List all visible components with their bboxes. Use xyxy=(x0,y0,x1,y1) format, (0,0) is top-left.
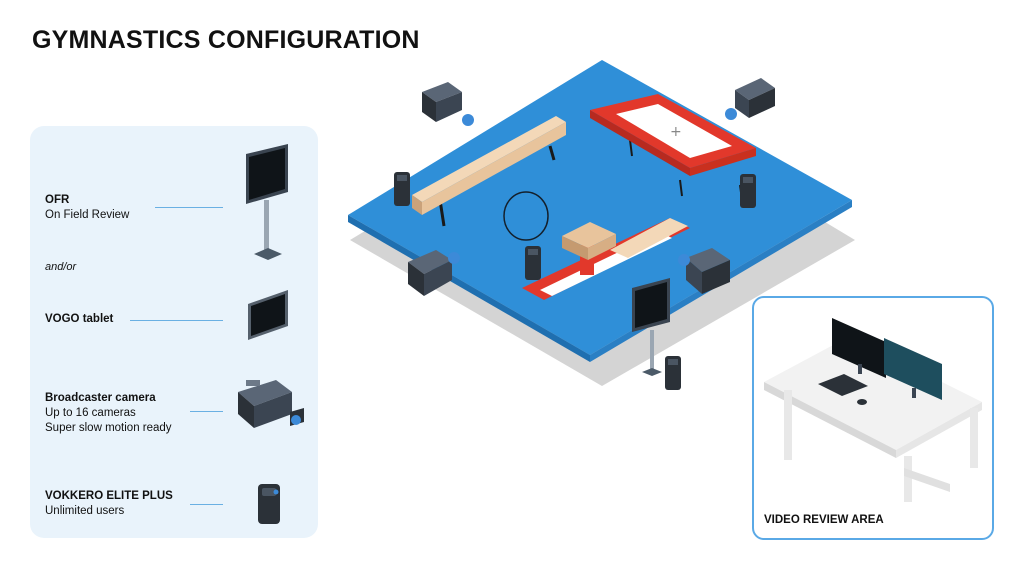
legend-broadcaster-line2: Super slow motion ready xyxy=(45,422,172,434)
legend-connector-broadcaster xyxy=(190,411,223,412)
vault-apparatus xyxy=(522,218,690,300)
review-monitor-1 xyxy=(832,318,886,378)
broadcast-camera-nw xyxy=(422,82,474,126)
legend-ofr-desc: On Field Review xyxy=(45,209,130,221)
trampoline: + xyxy=(590,94,756,201)
legend-broadcaster: Broadcaster camera Up to 16 cameras Supe… xyxy=(45,391,172,436)
hoop xyxy=(503,191,549,241)
legend-vokkero-name: VOKKERO ELITE PLUS xyxy=(45,490,173,502)
vokkero-radio-4 xyxy=(665,356,681,390)
legend-broadcaster-line1: Up to 16 cameras xyxy=(45,407,136,419)
legend-connector-ofr xyxy=(155,207,223,208)
review-monitor-2 xyxy=(884,338,942,400)
broadcast-camera-se xyxy=(678,248,730,294)
vokkero-radio-2 xyxy=(525,246,541,280)
broadcast-camera-ne xyxy=(725,78,775,120)
desk-with-monitors-icon xyxy=(764,318,982,502)
legend-ofr: OFR On Field Review xyxy=(45,193,129,223)
legend-andor: and/or xyxy=(45,261,77,273)
tablet-icon xyxy=(248,290,288,340)
legend-ofr-name: OFR xyxy=(45,194,70,206)
broadcast-camera-icon xyxy=(238,380,304,428)
legend-panel: OFR On Field Review and/or VOGO tablet B… xyxy=(30,126,318,538)
vokkero-radio-1 xyxy=(394,172,410,206)
svg-text:+: + xyxy=(670,124,682,140)
legend-broadcaster-name: Broadcaster camera xyxy=(45,392,156,404)
legend-connector-vogo xyxy=(130,320,223,321)
legend-vogo: VOGO tablet xyxy=(45,312,113,327)
legend-vogo-name: VOGO tablet xyxy=(45,313,114,325)
mouse-icon xyxy=(857,399,867,405)
monitor-on-stand-icon xyxy=(246,144,288,260)
page-title: GYMNASTICS CONFIGURATION xyxy=(32,26,420,54)
gymnastics-floor-scene: + xyxy=(348,60,855,390)
legend-connector-vokkero xyxy=(190,504,223,505)
legend-vokkero-desc: Unlimited users xyxy=(45,505,125,517)
broadcast-camera-sw xyxy=(408,250,460,296)
radio-headset-icon xyxy=(258,484,280,524)
ofr-monitor xyxy=(632,278,670,376)
video-review-label: VIDEO REVIEW AREA xyxy=(764,514,884,526)
balance-beam xyxy=(412,116,566,227)
vokkero-radio-3 xyxy=(740,174,756,208)
legend-vokkero: VOKKERO ELITE PLUS Unlimited users xyxy=(45,489,173,519)
video-review-area: VIDEO REVIEW AREA xyxy=(752,296,994,540)
keyboard-icon xyxy=(818,374,868,396)
